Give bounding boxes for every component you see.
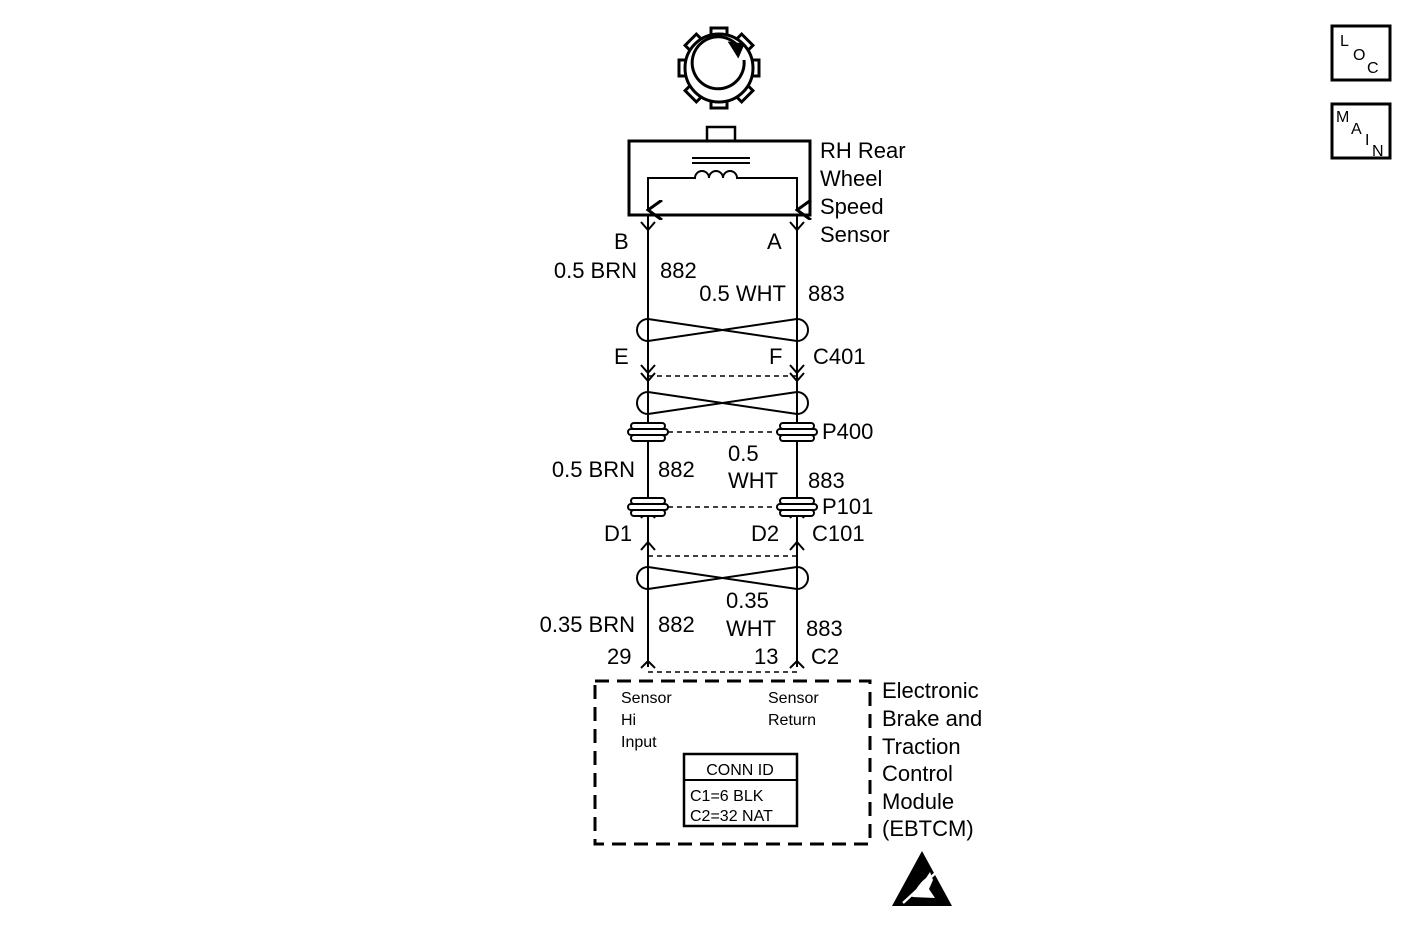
- c401-pin-f: F: [769, 344, 782, 369]
- conn-id-title: CONN ID: [706, 762, 774, 779]
- conn-id-table: CONN ID C1=6 BLK C2=32 NAT: [682, 752, 799, 828]
- ebtcm-right-terminal-line-1: Sensor: [768, 690, 819, 707]
- lower-right-circuit: 883: [806, 616, 843, 641]
- ebtcm-name-line-4: Control: [882, 761, 953, 786]
- c101-label: C101: [812, 521, 865, 546]
- conn-id-line-2: C2=32 NAT: [690, 808, 773, 825]
- c401-pin-e: E: [614, 344, 629, 369]
- p101-label: P101: [822, 494, 873, 519]
- twisted-pair-1: [636, 318, 809, 342]
- tone-wheel-icon: [677, 26, 761, 110]
- lower-right-wire-size-1: 0.35: [726, 588, 769, 613]
- c2-pin-13: 13: [754, 644, 778, 669]
- ebtcm-name-line-5: Module: [882, 789, 954, 814]
- upper-right-wire-size: 0.5 WHT: [699, 281, 786, 306]
- ebtcm-module-box: [593, 679, 872, 846]
- p400-label: P400: [822, 419, 873, 444]
- ebtcm-left-terminal-line-3: Input: [621, 734, 657, 751]
- p400-grommet: [627, 422, 818, 442]
- c101-pin-d1: D1: [604, 521, 632, 546]
- sensor-name-line-4: Sensor: [820, 222, 890, 247]
- ebtcm-name-line-2: Brake and: [882, 706, 982, 731]
- ebtcm-name-line-3: Traction: [882, 734, 961, 759]
- loc-letter-l: L: [1340, 33, 1349, 50]
- ebtcm-left-terminal-line-1: Sensor: [621, 690, 672, 707]
- ebtcm-name-line-1: Electronic: [882, 678, 979, 703]
- middle-left-wire-size: 0.5 BRN: [552, 457, 635, 482]
- main-letter-a: A: [1351, 121, 1362, 138]
- upper-left-wire-size: 0.5 BRN: [554, 258, 637, 283]
- ebtcm-name-line-6: (EBTCM): [882, 816, 974, 841]
- wheel-speed-sensor: [627, 125, 810, 215]
- upper-left-circuit: 882: [660, 258, 697, 283]
- loc-button[interactable]: L O C: [1330, 24, 1392, 82]
- sensor-name-line-1: RH Rear: [820, 138, 906, 163]
- sensor-terminal-a: A: [767, 229, 782, 254]
- twisted-pair-2: [636, 391, 809, 415]
- lower-left-wire-size: 0.35 BRN: [540, 612, 635, 637]
- middle-right-circuit: 883: [808, 468, 845, 493]
- esd-warning-icon: [892, 851, 952, 906]
- upper-right-circuit: 883: [808, 281, 845, 306]
- main-letter-n: N: [1372, 143, 1384, 160]
- c401-label: C401: [813, 344, 866, 369]
- c101-pin-d2: D2: [751, 521, 779, 546]
- loc-letter-o: O: [1353, 47, 1365, 64]
- sensor-name-line-3: Speed: [820, 194, 884, 219]
- ebtcm-left-terminal-line-2: Hi: [621, 712, 636, 729]
- sensor-name-line-2: Wheel: [820, 166, 882, 191]
- lower-left-circuit: 882: [658, 612, 695, 637]
- main-letter-m: M: [1336, 109, 1349, 126]
- main-button[interactable]: M A I N: [1330, 102, 1392, 160]
- lower-right-wire-size-2: WHT: [726, 616, 776, 641]
- middle-left-circuit: 882: [658, 457, 695, 482]
- c2-label: C2: [811, 644, 839, 669]
- conn-id-line-1: C1=6 BLK: [690, 788, 764, 805]
- ebtcm-right-terminal-line-2: Return: [768, 712, 816, 729]
- loc-letter-c: C: [1367, 60, 1379, 77]
- c2-pin-29: 29: [607, 644, 631, 669]
- main-letter-i: I: [1365, 132, 1369, 149]
- twisted-pair-3: [636, 566, 809, 590]
- middle-right-wire-size-2: WHT: [728, 468, 778, 493]
- middle-right-wire-size-1: 0.5: [728, 441, 759, 466]
- sensor-terminal-b: B: [614, 229, 629, 254]
